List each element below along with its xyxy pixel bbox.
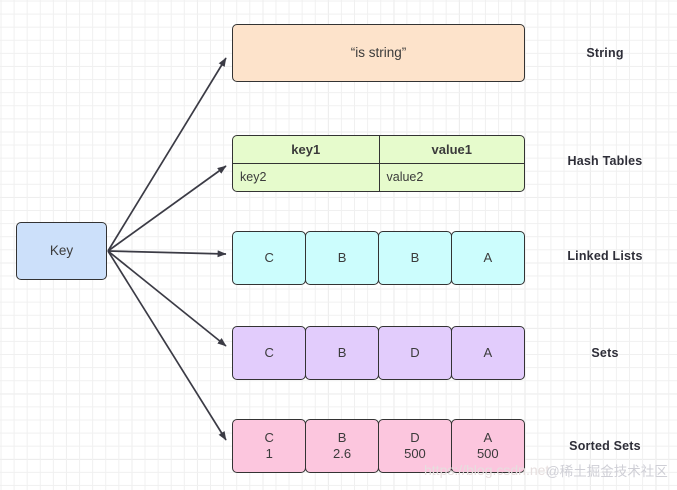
label-sets: Sets [591,346,619,360]
set-cell[interactable]: C [232,326,307,380]
string-value-text: “is string” [350,45,407,61]
sorted-set-member-text: D [410,429,420,445]
set-cell[interactable]: B [304,326,380,380]
hash-table-body-row: key2 value2 [232,163,525,192]
label-linked-lists: Linked Lists [567,249,643,263]
hash-body-key-text: key2 [240,170,267,185]
hash-header-key-cell[interactable]: key1 [232,135,379,164]
watermark-brand: @稀土掘金技术社区 [546,464,668,479]
key-node-label: Key [49,243,74,259]
sorted-set-score-text: 1 [265,446,273,461]
sorted-set-cell[interactable]: C 1 [232,419,307,473]
sorted-set-member-text: B [337,429,347,445]
sorted-set-cell[interactable]: B 2.6 [304,419,380,473]
arrow-to-hash [107,165,227,252]
linked-list-cell-text: A [483,249,493,265]
arrow-to-linked-list [107,250,227,258]
hash-body-value-text: value2 [386,170,424,185]
linked-list-cell[interactable]: A [450,231,526,285]
sorted-set-member-text: C [264,429,274,445]
label-string: String [586,46,624,60]
arrow-to-sorted-sets [107,250,227,441]
set-strip: C B D A [232,326,526,380]
sorted-set-score-text: 2.6 [333,446,352,461]
hash-header-key-text: key1 [291,141,321,157]
linked-list-cell-text: C [264,249,274,265]
hash-table-box[interactable]: key1 value1 key2 value2 [232,135,525,192]
label-sorted-sets: Sorted Sets [569,439,641,453]
set-cell-text: D [410,344,420,360]
linked-list-cell[interactable]: B [304,231,380,285]
key-node[interactable]: Key [16,222,107,280]
arrow-to-sets [107,250,227,347]
sorted-set-member-text: A [483,429,493,445]
hash-table-header-row: key1 value1 [232,135,525,164]
label-hash-tables: Hash Tables [567,154,643,168]
linked-list-strip: C B B A [232,231,526,285]
hash-body-key-cell[interactable]: key2 [232,163,379,192]
sorted-set-score-text: 500 [476,446,499,461]
linked-list-cell[interactable]: B [377,231,453,285]
sorted-set-score-text: 500 [404,446,426,461]
linked-list-cell[interactable]: C [232,231,307,285]
set-cell[interactable]: D [377,326,453,380]
set-cell-text: C [264,344,274,360]
linked-list-cell-text: B [337,249,347,265]
hash-header-value-cell[interactable]: value1 [378,135,525,164]
set-cell-text: A [483,344,493,360]
set-cell[interactable]: A [450,326,526,380]
hash-header-value-text: value1 [431,141,472,157]
string-value-box[interactable]: “is string” [232,24,525,82]
set-cell-text: B [337,344,347,360]
hash-body-value-cell[interactable]: value2 [378,163,525,192]
sorted-set-strip: C 1 B 2.6 D 500 A 500 [232,419,526,473]
arrow-to-string [107,57,227,252]
sorted-set-cell[interactable]: D 500 [377,419,453,473]
linked-list-cell-text: B [410,249,420,265]
sorted-set-cell[interactable]: A 500 [450,419,526,473]
